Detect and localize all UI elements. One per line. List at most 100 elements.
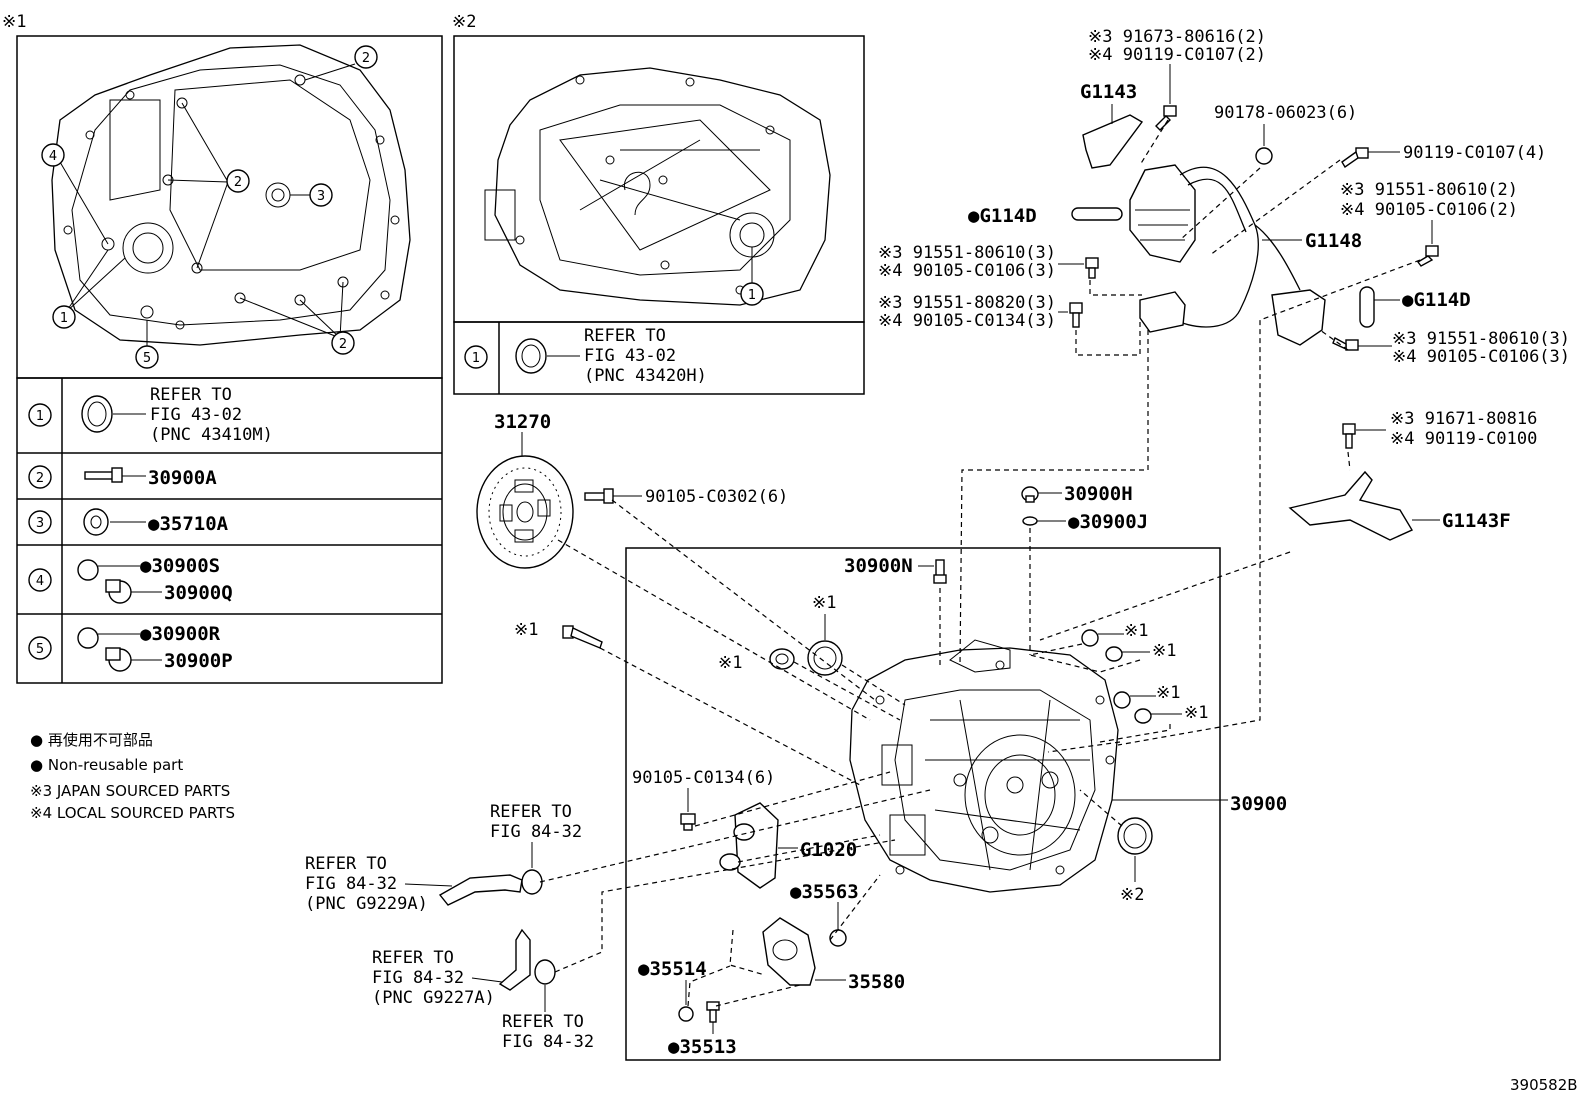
svg-text:G1143F: G1143F (1442, 510, 1511, 532)
svg-text:2: 2 (234, 175, 242, 190)
oring-35563: ●35563 (790, 881, 859, 947)
svg-text:REFER TO: REFER TO (305, 854, 387, 874)
svg-text:※1: ※1 (1152, 641, 1176, 661)
svg-text:2: 2 (362, 51, 370, 66)
svg-text:5: 5 (36, 642, 44, 657)
callout-p2-1: 1 (740, 282, 764, 306)
seal-large-star1: ※1 (807, 593, 843, 676)
bracket-g1143f: G1143F (1288, 470, 1511, 541)
svg-text:●35514: ●35514 (638, 958, 707, 980)
plug-icon (105, 579, 132, 604)
svg-text:G1143: G1143 (1080, 81, 1137, 103)
bolt-90105-c0302: 90105-C0302(6) (584, 487, 788, 507)
legend-en: ● Non-reusable part (30, 756, 183, 774)
svg-text:90178-06023(6): 90178-06023(6) (1214, 103, 1357, 123)
svg-text:※1: ※1 (1124, 621, 1148, 641)
svg-text:※1: ※1 (718, 653, 742, 673)
label-90119-2: ※4 90119-C0107(2) (1088, 45, 1266, 65)
t2-line3: (PNC 43420H) (584, 366, 707, 386)
main-frame (625, 547, 1221, 1061)
callout-p1-2b: 2 (226, 169, 250, 193)
clutch-disc: 31270 (476, 411, 574, 569)
legend-note4: ※4 LOCAL SOURCED PARTS (30, 804, 235, 822)
nut-icon (83, 508, 109, 536)
t1-row1-line1: REFER TO (150, 385, 232, 405)
callout-p1-2a: 2 (354, 45, 378, 69)
table1: 1 REFER TO FIG 43-02 (PNC 43410M) 2 3090… (16, 377, 443, 684)
callout-p1-3: 3 (309, 183, 333, 207)
housing-outline-1 (51, 44, 411, 346)
label-90105-c0106-3b: ※4 90105-C0106(3) (1392, 347, 1570, 367)
gasket-icon (77, 627, 99, 649)
svg-text:※1: ※1 (514, 620, 538, 640)
svg-text:FIG 84-32: FIG 84-32 (490, 822, 582, 842)
svg-text:30900N: 30900N (844, 555, 913, 577)
bolt-35513: ●35513 (668, 1001, 737, 1058)
svg-text:●35563: ●35563 (790, 881, 859, 903)
svg-text:90119-C0107(4): 90119-C0107(4) (1403, 143, 1546, 163)
refer-b: REFER TO FIG 84-32 (PNC G9229A) (305, 854, 453, 914)
refer-d: REFER TO FIG 84-32 (502, 985, 594, 1052)
t1-row5-label-b: 30900P (164, 650, 233, 672)
ring-star1-d: ※1 (1105, 641, 1176, 662)
bracket-g1143: G1143 (1080, 81, 1144, 169)
svg-text:2: 2 (36, 471, 44, 486)
plug-star1-e: ※1 (1113, 683, 1180, 709)
t2-line1: REFER TO (584, 326, 666, 346)
svg-text:●35513: ●35513 (668, 1036, 737, 1058)
label-90105-c0106-2: ※4 90105-C0106(2) (1340, 200, 1518, 220)
nut-35514: ●35514 (638, 958, 707, 1022)
svg-text:1: 1 (36, 409, 44, 424)
legend-jp: ● 再使用不可部品 (30, 731, 153, 749)
svg-text:●G114D: ●G114D (1402, 289, 1471, 311)
bolt-g1143f (1342, 423, 1356, 449)
label-91551-820: ※3 91551-80820(3) (878, 293, 1056, 313)
bolt-top-harness (1155, 105, 1177, 131)
vent-30900n: 30900N (844, 555, 947, 584)
t1-row4-label-a: ●30900S (140, 555, 220, 577)
label-90105-c0134-3: ※4 90105-C0134(3) (878, 311, 1056, 331)
gasket-icon (77, 559, 99, 581)
nut-90178: 90178-06023(6) (1214, 103, 1357, 165)
label-90119-c0100: ※4 90119-C0100 (1390, 429, 1537, 449)
label-91551-3a: ※3 91551-80610(3) (878, 243, 1056, 263)
svg-text:G1020: G1020 (800, 839, 857, 861)
svg-text:3: 3 (317, 189, 325, 204)
callout-p1-4: 4 (41, 143, 65, 167)
housing-outline-2 (484, 67, 831, 306)
bolt-harness-3b (1332, 337, 1392, 351)
svg-text:5: 5 (143, 351, 151, 366)
svg-text:(PNC G9227A): (PNC G9227A) (372, 988, 495, 1008)
svg-text:●G114D: ●G114D (968, 205, 1037, 227)
svg-text:※2: ※2 (1120, 885, 1144, 905)
svg-text:90105-C0302(6): 90105-C0302(6) (645, 487, 788, 507)
plug-30900h: 30900H (1021, 483, 1133, 505)
bolt-90119-4: 90119-C0107(4) (1341, 143, 1546, 169)
callout-p1-5: 5 (135, 345, 159, 369)
svg-text:※1: ※1 (1184, 703, 1208, 723)
svg-text:1: 1 (472, 351, 480, 366)
table2: 1 REFER TO FIG 43-02 (PNC 43420H) (453, 321, 865, 395)
svg-text:FIG 84-32: FIG 84-32 (372, 968, 464, 988)
hose-upper (438, 869, 543, 906)
bolt-star1: ※1 (514, 620, 603, 649)
bolt-harness-820 (1069, 302, 1083, 328)
label-91671: ※3 91671-80816 (1390, 409, 1537, 429)
svg-text:REFER TO: REFER TO (372, 948, 454, 968)
svg-text:3: 3 (36, 516, 44, 531)
bolt-90105-c0134-6: 90105-C0134(6) (632, 768, 775, 831)
callout-p1-1: 1 (52, 305, 76, 329)
gasket-30900j: ●30900J (1022, 511, 1148, 533)
label-91673: ※3 91673-80616(2) (1088, 27, 1266, 47)
panel2-tag: ※2 (452, 12, 476, 32)
gasket-g114d-left: ●G114D (968, 205, 1123, 227)
bolt-harness-3a (1085, 257, 1099, 279)
cover-g1020: G1020 (719, 802, 857, 889)
gasket-g114d-right: ●G114D (1359, 286, 1471, 328)
svg-text:1: 1 (748, 288, 756, 303)
refer-a: REFER TO FIG 84-32 (490, 802, 582, 868)
svg-text:REFER TO: REFER TO (490, 802, 572, 822)
legend: ● 再使用不可部品 ● Non-reusable part ※3 JAPAN S… (30, 731, 235, 822)
t1-row3-label: ●35710A (148, 513, 229, 535)
